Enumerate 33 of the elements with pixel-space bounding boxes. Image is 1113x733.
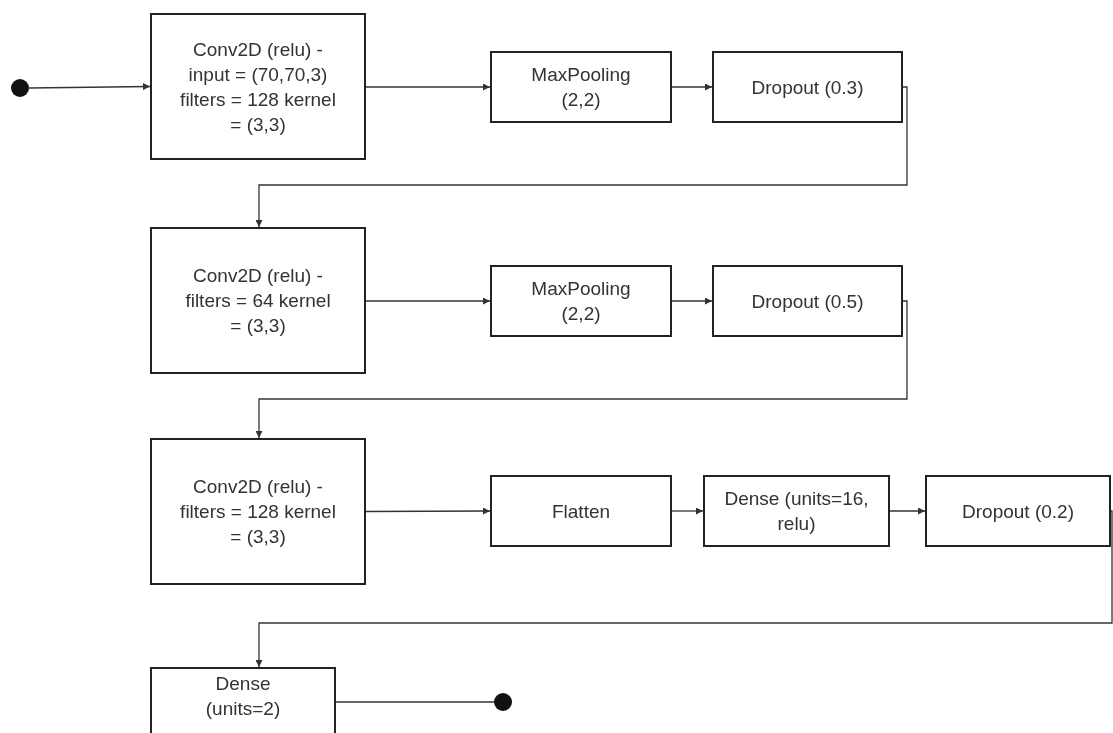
- arrow: [671, 507, 704, 515]
- arrow: [671, 83, 713, 91]
- process-box: [703, 475, 890, 547]
- layer-label: Conv2D (relu) - filters = 64 kernel = (3,3): [184, 264, 332, 338]
- arrow: [255, 300, 908, 439]
- process-box: [712, 51, 903, 123]
- process-box: [925, 475, 1111, 547]
- arrow: [365, 297, 491, 305]
- layer-label: Dense (units=2): [204, 672, 282, 721]
- terminal-dot: [494, 693, 512, 711]
- arrow: [365, 507, 491, 515]
- layer-label: Dense (units=16, relu): [723, 487, 870, 536]
- process-box: [150, 13, 366, 160]
- process-box: [150, 227, 366, 374]
- arrow: [671, 297, 713, 305]
- arrow: [889, 507, 926, 515]
- layer-label: MaxPooling (2,2): [530, 63, 632, 112]
- arrow: [28, 83, 151, 91]
- layer-label: Flatten: [550, 499, 612, 524]
- layer-label: Dropout (0.5): [750, 289, 865, 314]
- process-box: [490, 265, 672, 337]
- layer-label: Dropout (0.2): [961, 499, 1075, 524]
- process-box: [490, 51, 672, 123]
- process-box: [150, 438, 366, 585]
- arrow: [365, 83, 491, 91]
- terminal-dot: [11, 79, 29, 97]
- layer-label: Dropout (0.3): [750, 75, 865, 100]
- layer-label: Conv2D (relu) - input = (70,70,3) filters = 128 kernel = (3,3): [179, 37, 337, 137]
- arrow: [255, 86, 908, 228]
- process-box: [712, 265, 903, 337]
- layer-label: MaxPooling (2,2): [530, 277, 632, 326]
- layer-label: Conv2D (relu) - filters = 128 kernel = (3,3): [179, 475, 337, 549]
- process-box: [490, 475, 672, 547]
